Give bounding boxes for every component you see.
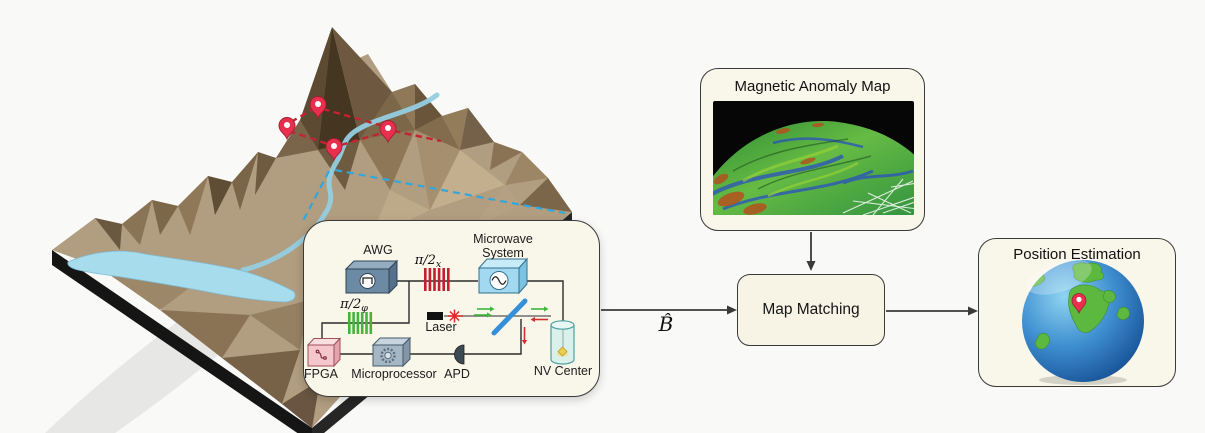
green-light-arrows [474,306,549,318]
position-estimation-box: Position Estimation [978,238,1176,387]
red-light-arrows [521,316,548,345]
laser-label: Laser [425,320,456,334]
globe-illustration [1022,259,1144,385]
position-estimation-title: Position Estimation [1013,246,1141,263]
pi-half-phi-label: π/2φ [339,297,368,314]
fpga-box [306,337,342,368]
magnetic-anomaly-map-box: Magnetic Anomaly Map [700,68,925,231]
arrow-sensor-to-map-matching [601,305,737,315]
arrow-anomaly-to-map-matching [806,232,816,271]
globe-shine [1026,259,1092,295]
river [240,92,440,273]
awg-box [344,259,399,295]
anomaly-map-image [713,101,914,215]
microprocessor-label: Microprocessor [351,367,436,381]
microprocessor-box [371,336,412,368]
gear-icon [380,347,396,364]
microwave-label-line1: Microwave [473,232,533,246]
awg-label: AWG [363,243,392,257]
nv-center-label: NV Center [534,364,592,378]
arrow-map-matching-to-position [886,306,978,316]
nv-center-icon [550,320,575,365]
map-matching-label: Map Matching [762,301,860,318]
microwave-label-line2: System [482,246,524,260]
route-dashed-lines [288,107,442,147]
microwave-box [477,257,529,295]
pi-half-x-pulse-comb [424,268,450,291]
map-matching-box: Map Matching [737,274,885,346]
laser-icon [427,309,463,323]
field-estimate-label: B̂ [658,312,674,336]
pi-half-x-label: π/2x [414,253,442,270]
apd-icon [454,344,465,365]
lake [67,250,296,303]
callout-dashed-lines [302,168,566,222]
pulse-waveform-icon [362,277,373,284]
fpga-circuit-icon [315,349,327,360]
beam-splitter-icon [491,298,528,336]
sine-wave-icon [491,276,507,285]
pi-half-phi-pulse-comb [348,312,373,334]
flow-arrows [601,232,978,316]
globe-location-pin [1071,293,1087,315]
apd-label: APD [444,367,470,381]
fpga-label: FPGA [304,367,339,381]
anomaly-map-title: Magnetic Anomaly Map [734,78,891,95]
sensor-schematic-box: AWG π/2x π/2φ Microwave System Laser FPG… [303,220,600,397]
sensor-schematic: AWG π/2x π/2φ Microwave System Laser FPG… [304,232,592,381]
